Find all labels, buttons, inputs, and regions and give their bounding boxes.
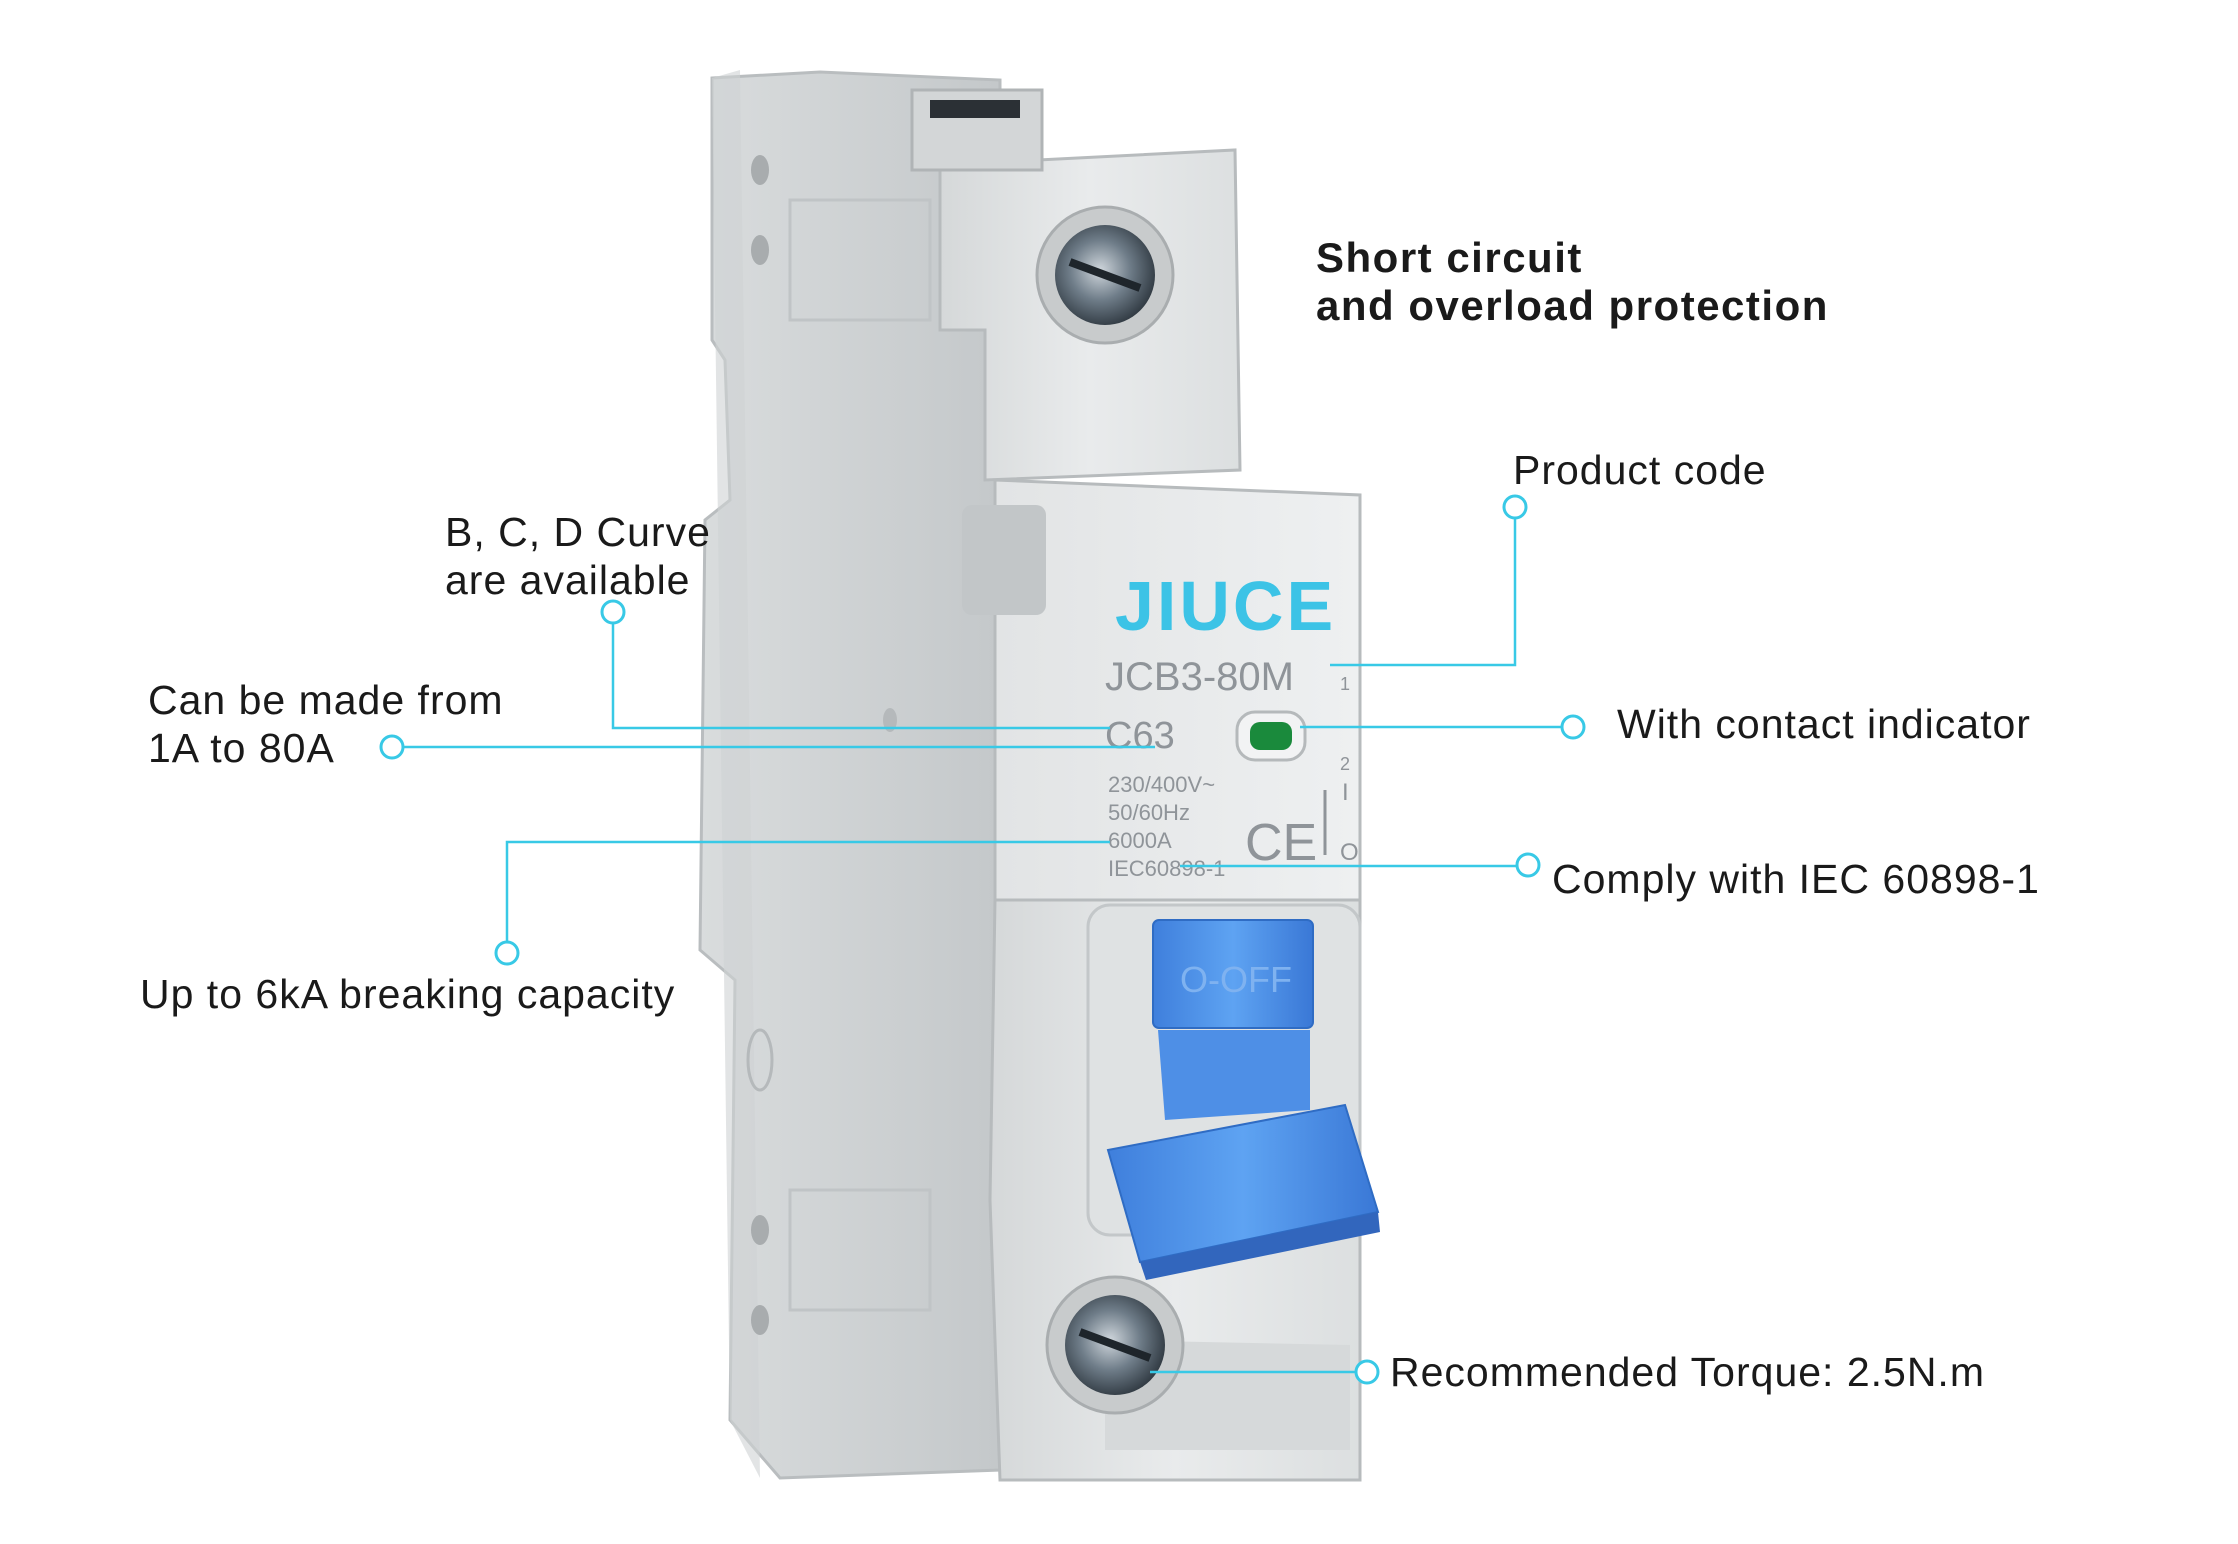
dot-range [379,734,405,760]
dot-comply [1515,852,1541,878]
top-terminal-screw [1035,205,1175,345]
curve-label-line2: are available [445,557,691,603]
leader-curve [611,612,1110,730]
contact-indicator-window [1250,722,1292,750]
toggle-lever[interactable]: O-OFF [1106,919,1380,1280]
ce-mark: CE [1245,814,1317,872]
range-label: Can be made from 1A to 80A [148,676,504,772]
model-print: JCB3-80M [1105,655,1294,699]
breaker-side-housing [698,70,1002,1480]
voltage-print: 230/400V~ [1108,772,1215,797]
breaking-print: 6000A [1108,828,1172,853]
dot-torque [1354,1359,1380,1385]
callout-dots [379,494,1586,1385]
standard-print: IEC60898-1 [1108,856,1225,881]
leader-comply [1180,864,1530,868]
dot-indicator [1560,714,1586,740]
toggle-off-label: O-OFF [1180,959,1292,1000]
range-label-line1: Can be made from [148,677,504,723]
terminal-top-print: 1 [1340,674,1350,694]
rating-print: C63 [1105,715,1175,757]
switch-off-print: O [1340,839,1359,866]
feature-title-line1: Short circuit [1316,234,1583,281]
indicator-label: With contact indicator [1617,701,2031,747]
curve-label-line1: B, C, D Curve [445,509,711,555]
range-label-line2: 1A to 80A [148,725,335,771]
curve-label: B, C, D Curve are available [445,508,711,604]
comply-label: Comply with IEC 60898-1 [1552,856,2040,902]
dot-curve [600,599,626,625]
product-code-label: Product code [1513,447,1767,493]
frequency-print: 50/60Hz [1108,800,1190,825]
dot-product-code [1502,494,1528,520]
brand-logo: JIUCE [1115,567,1336,645]
feature-title: Short circuit and overload protection [1316,234,1829,330]
leader-product-code [1330,507,1517,667]
leader-breaking [505,840,1110,953]
feature-title-line2: and overload protection [1316,282,1829,329]
bottom-terminal-screw [1045,1275,1185,1415]
breaking-capacity-label: Up to 6kA breaking capacity [140,971,676,1017]
terminal-bottom-print: 2 [1340,754,1350,774]
switch-on-print: I [1342,779,1349,806]
dot-breaking [494,940,520,966]
torque-label: Recommended Torque: 2.5N.m [1390,1349,1985,1395]
